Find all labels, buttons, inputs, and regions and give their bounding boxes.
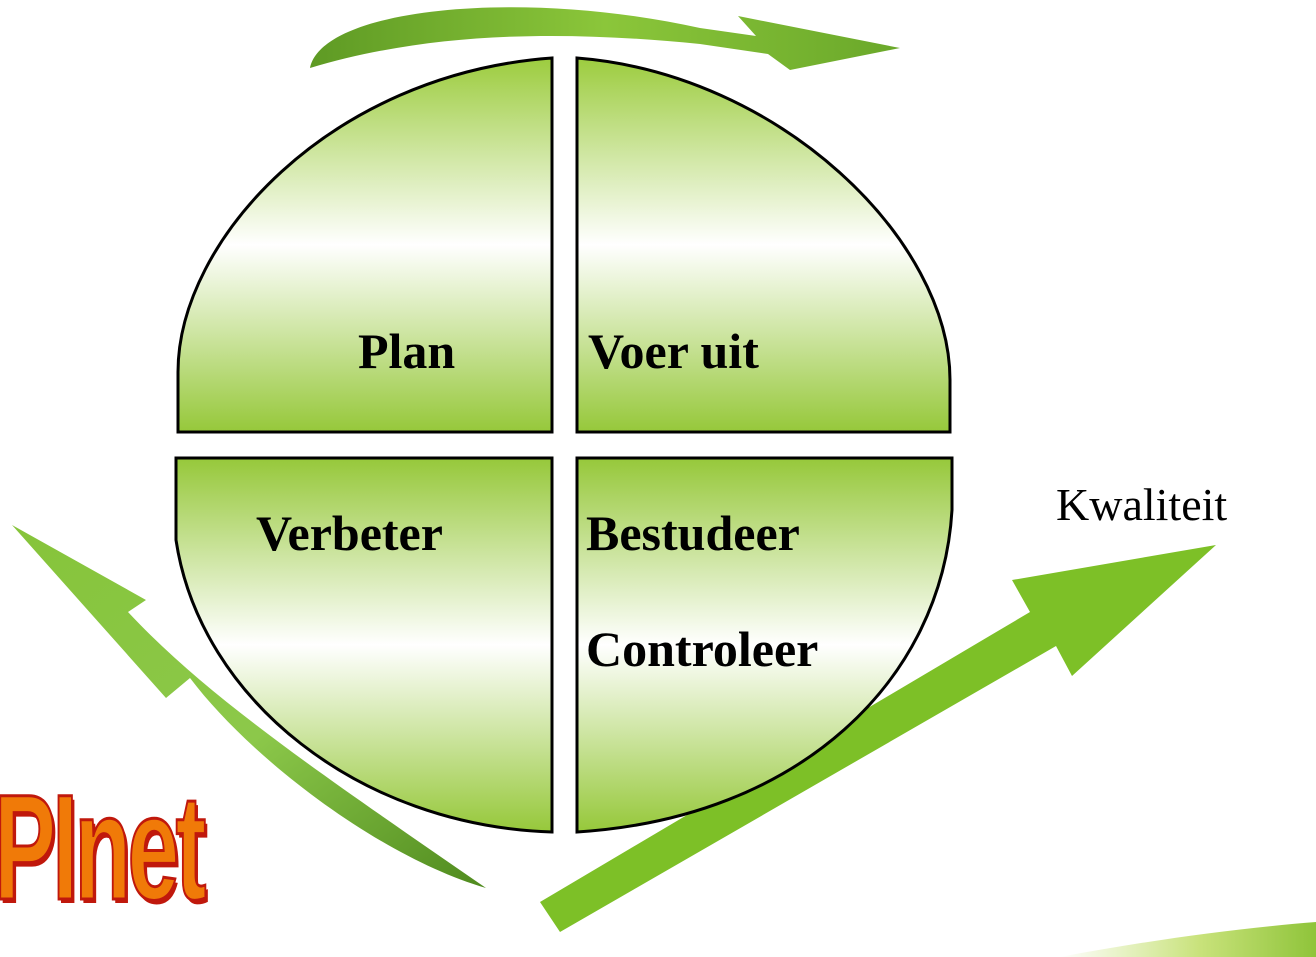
quadrant-plan [176, 56, 554, 434]
label-voer-uit: Voer uit [588, 323, 759, 379]
label-bestudeer: Bestudeer [586, 505, 800, 561]
left-cycle-arrow [12, 525, 486, 888]
quality-arrow [540, 545, 1216, 932]
corner-swoosh [1060, 922, 1316, 957]
quadrant-verbeter [174, 456, 554, 834]
quadrant-voer-uit [575, 56, 952, 434]
label-controleer: Controleer [586, 621, 819, 677]
label-kwaliteit: Kwaliteit [1056, 479, 1228, 530]
pinet-logo: PInet [0, 763, 207, 931]
label-plan: Plan [358, 323, 456, 379]
top-cycle-arrow [310, 7, 900, 70]
label-verbeter: Verbeter [256, 505, 443, 561]
quadrant-bestudeer [575, 456, 954, 834]
